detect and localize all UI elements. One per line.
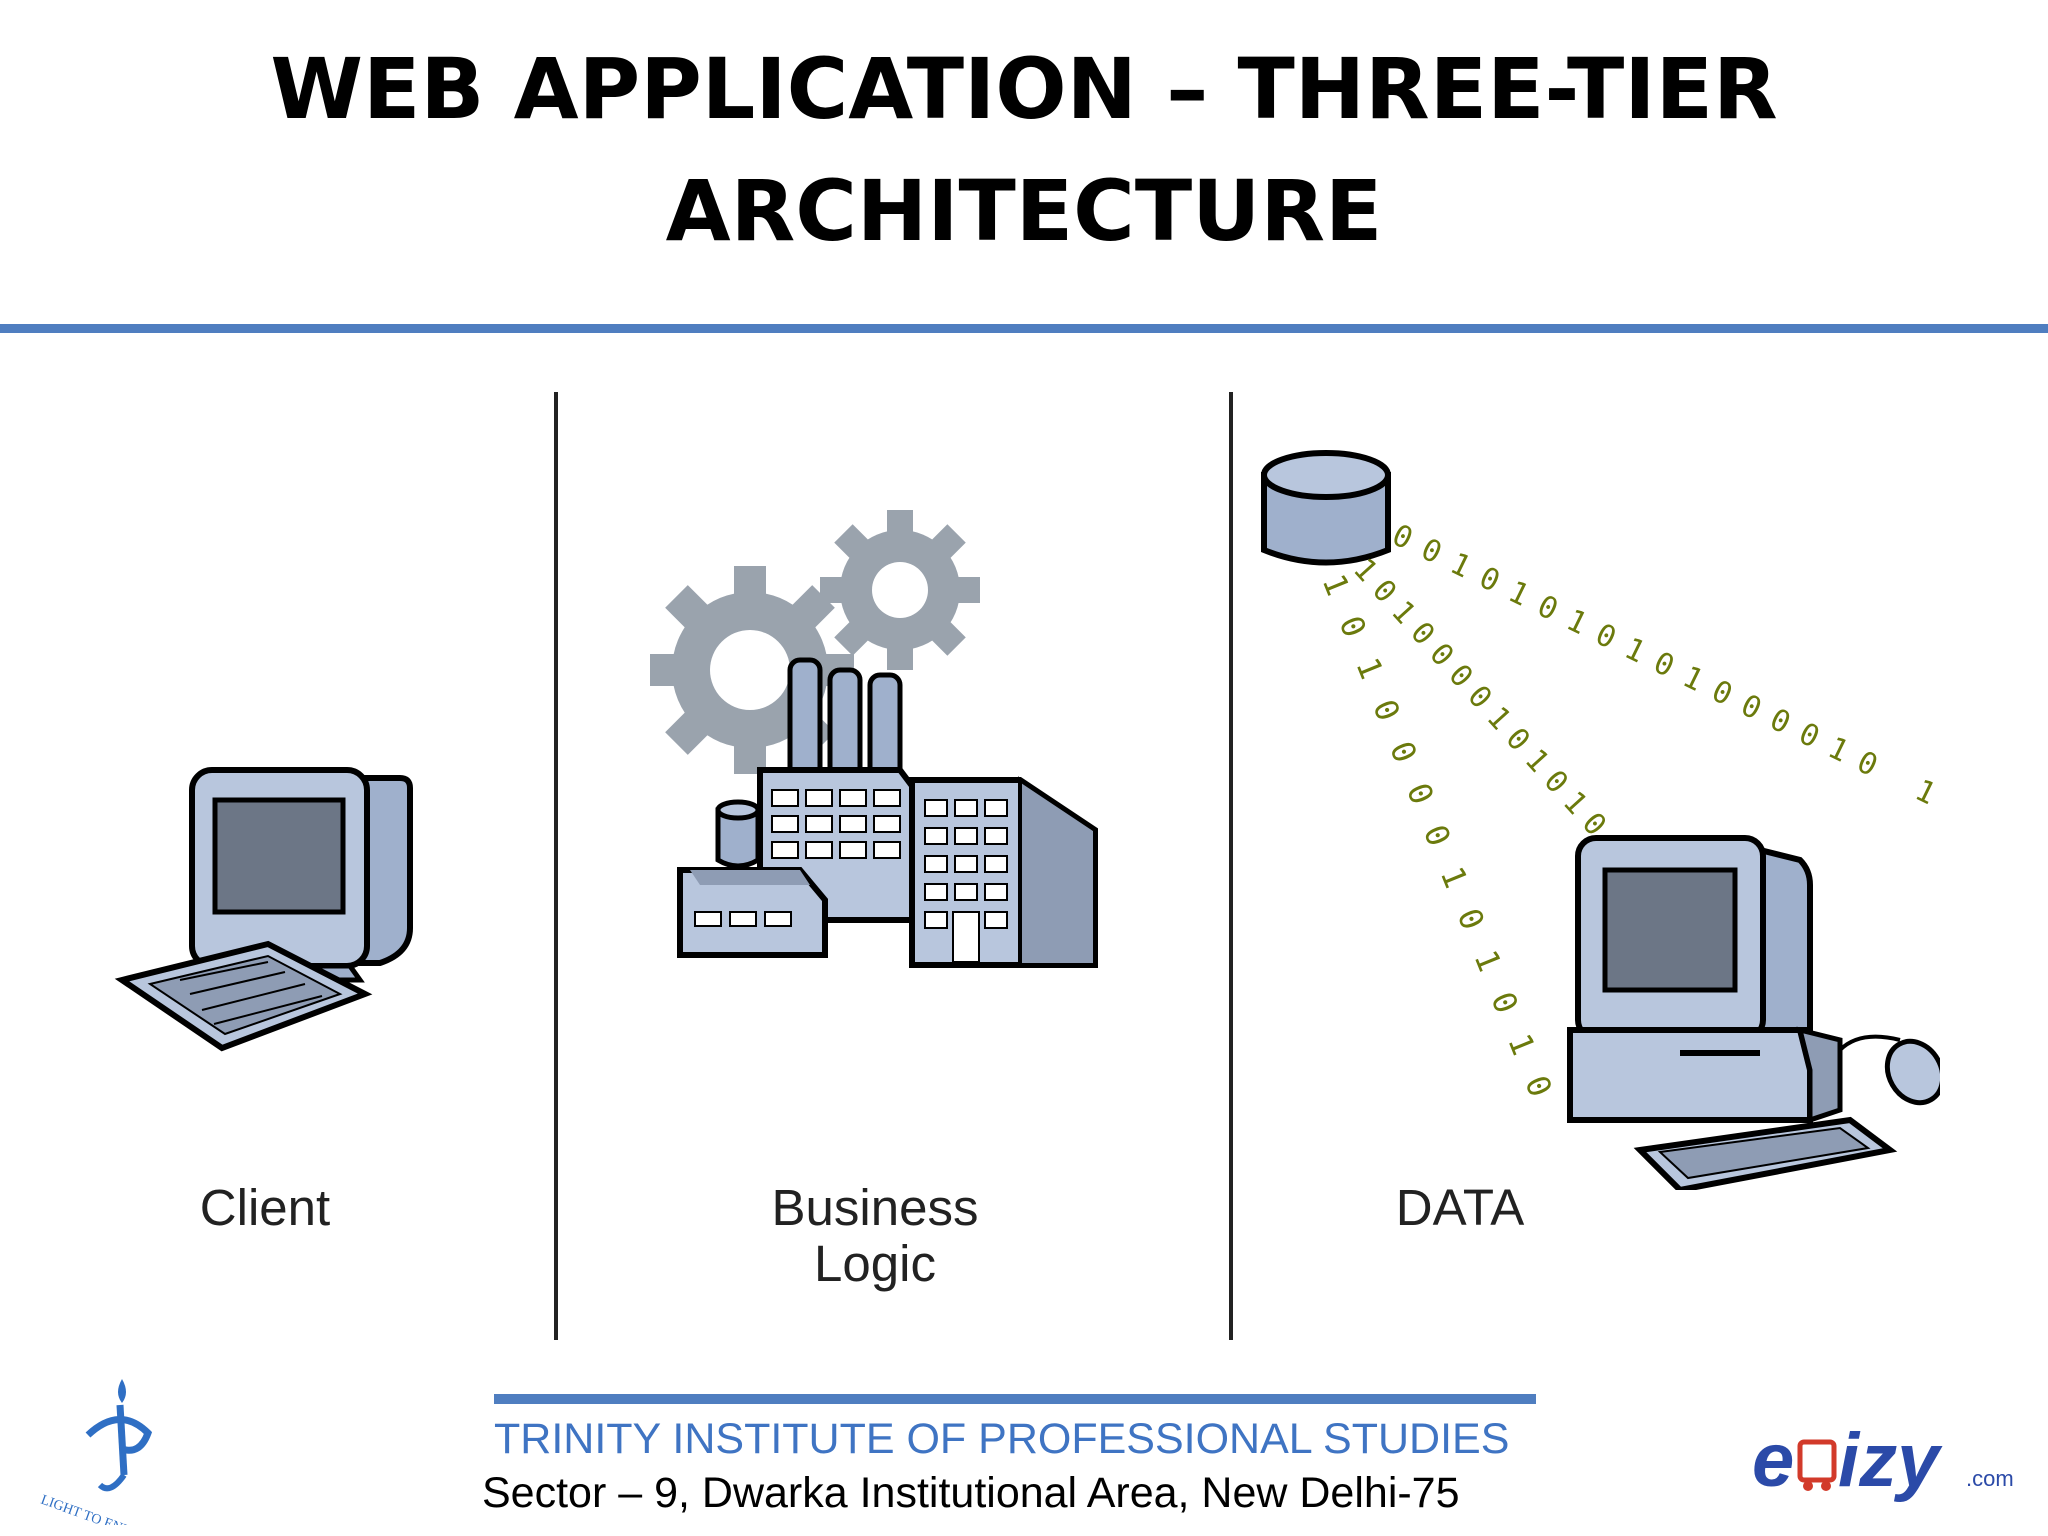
database-icon [1261,450,1391,566]
svg-text:e: e [1752,1420,1794,1503]
slide-title: WEB APPLICATION – THREE-TIER ARCHITECTUR… [0,28,2048,272]
footer-divider-rule [494,1394,1536,1404]
tier-label-business-logic: Business Logic [735,1180,1015,1292]
client-computer-icon [114,767,413,1052]
slide-title-line1: WEB APPLICATION – THREE-TIER [270,40,1778,138]
ebizy-logo-icon: e izy .com [1752,1420,2014,1503]
title-divider-rule [0,324,2048,333]
tier-label-client: Client [199,1179,331,1236]
tier-label-data: DATA [1395,1179,1525,1236]
business-logic-factory-icon [650,510,1098,968]
svg-text:1010000101010: 1010000101010 [1346,552,1613,843]
institute-logo-icon: LIGHT TO ENLIGHTEN [39,1379,182,1525]
institute-logo-text: LIGHT TO ENLIGHTEN [39,1493,182,1525]
tier-label-business-logic-line1: Business [771,1179,979,1236]
institute-name: TRINITY INSTITUTE OF PROFESSIONAL STUDIE… [494,1415,1510,1463]
slide-title-line2: ARCHITECTURE [665,162,1383,260]
tier-divider-2 [1229,392,1233,1340]
data-computer-icon [1567,835,1940,1190]
svg-text:izy: izy [1838,1420,1943,1503]
institute-address: Sector – 9, Dwarka Institutional Area, N… [482,1469,1460,1517]
svg-text:.com: .com [1966,1466,2014,1491]
tier-divider-1 [554,392,558,1340]
data-tier-illustration: 00101010101000010 1 1010000101010 101000… [1261,450,1940,1190]
tier-label-business-logic-line2: Logic [814,1235,936,1292]
